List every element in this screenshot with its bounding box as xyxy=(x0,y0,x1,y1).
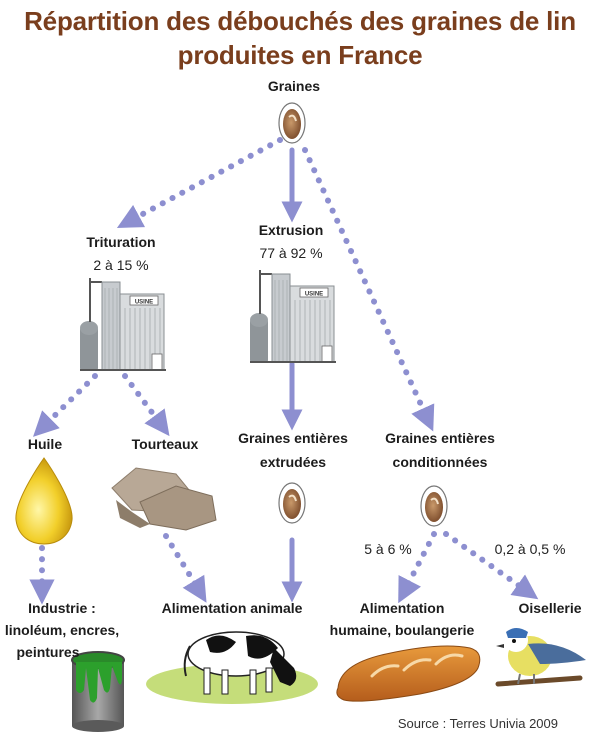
node-tourteaux: Tourteaux xyxy=(131,436,199,452)
factory-sign-text-1: USINE xyxy=(135,300,153,306)
node-industrie-line1: Industrie : xyxy=(28,600,96,616)
tourteaux-icon xyxy=(111,467,217,531)
arrow-to-graines-conditionnees xyxy=(302,147,435,432)
arrow-tourteaux-to-animale xyxy=(163,533,207,603)
title-line-1: Répartition des débouchés des graines de… xyxy=(24,6,576,36)
trituration-percent: 2 à 15 % xyxy=(93,257,149,273)
factory-extrusion-icon xyxy=(249,269,337,363)
seed-graines-icon xyxy=(278,102,306,144)
bread-icon xyxy=(336,645,481,702)
node-graines-extrudees-line2: extrudées xyxy=(259,454,327,470)
node-huile: Huile xyxy=(27,436,63,452)
node-graines-extrudees-line1: Graines entières xyxy=(238,430,348,446)
arrow-to-huile xyxy=(33,373,98,437)
node-extrusion: Extrusion xyxy=(258,222,324,238)
source-note: Source : Terres Univia 2009 xyxy=(397,716,558,731)
node-graines-conditionnees-line2: conditionnées xyxy=(392,454,488,470)
node-graines-conditionnees-line1: Graines entières xyxy=(385,430,495,446)
arrow-to-alimentation-humaine xyxy=(398,531,437,604)
node-alimentation-humaine-line1: Alimentation xyxy=(359,600,445,616)
node-graines: Graines xyxy=(267,78,321,94)
seed-extrudees-icon xyxy=(278,482,306,524)
title-line-2: produites en France xyxy=(177,40,423,70)
node-industrie-line3: peintures xyxy=(16,644,80,660)
oil-drop-icon xyxy=(15,457,73,545)
arrow-to-trituration xyxy=(116,137,283,228)
extrusion-percent: 77 à 92 % xyxy=(259,245,323,261)
node-trituration: Trituration xyxy=(86,234,156,250)
node-oisellerie: Oisellerie xyxy=(518,600,582,616)
paint-can-icon xyxy=(71,651,125,732)
percent-oisellerie: 0,2 à 0,5 % xyxy=(494,541,566,557)
node-industrie-line2: linoléum, encres, xyxy=(4,622,120,638)
arrow-to-tourteaux xyxy=(122,373,170,437)
percent-alimentation-humaine: 5 à 6 % xyxy=(364,541,412,557)
flow-arrows xyxy=(29,137,539,605)
seed-conditionnees-icon xyxy=(420,485,448,527)
factory-sign-text-2: USINE xyxy=(305,292,323,298)
factory-trituration-icon xyxy=(79,277,167,371)
node-alimentation-animale: Alimentation animale xyxy=(161,600,303,616)
bird-icon xyxy=(495,628,586,687)
node-alimentation-humaine-line2: humaine, boulangerie xyxy=(329,622,475,638)
cow-icon xyxy=(146,631,318,704)
